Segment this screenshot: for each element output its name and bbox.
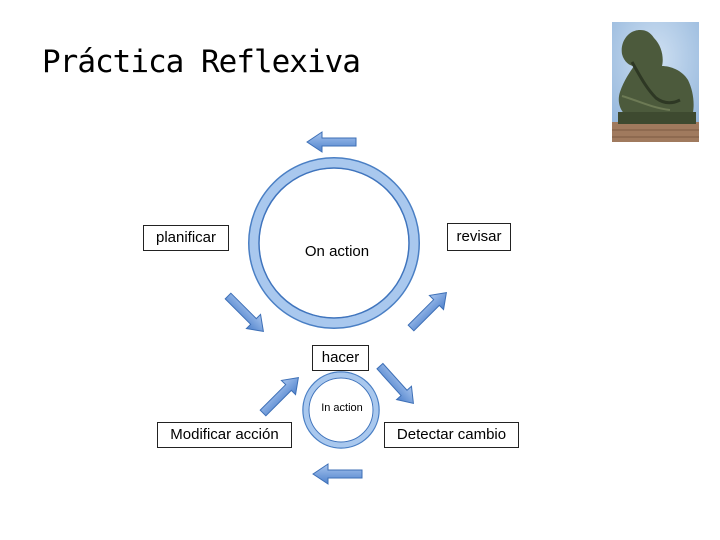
node-detectar-cambio: Detectar cambio	[384, 422, 519, 448]
node-modificar-accion: Modificar acción	[157, 422, 292, 448]
cycle-label-on-action: On action	[304, 243, 370, 260]
inner-cycle-ring	[302, 371, 380, 449]
arrow-down-right-lower-icon	[376, 362, 414, 404]
arrow-up-right-lower-icon	[259, 377, 299, 417]
arrow-down-right-icon	[224, 292, 264, 332]
arrow-left-bottom-icon	[312, 463, 363, 485]
arrow-up-right-icon	[407, 292, 447, 332]
node-revisar: revisar	[447, 223, 511, 251]
node-planificar: planificar	[143, 225, 229, 251]
outer-cycle-ring	[248, 157, 420, 329]
cycle-label-in-action: In action	[321, 402, 363, 414]
node-hacer: hacer	[312, 345, 369, 371]
thinker-statue	[612, 22, 699, 142]
arrow-left-top-icon	[306, 131, 357, 153]
slide-title: Práctica Reflexiva	[42, 44, 361, 80]
